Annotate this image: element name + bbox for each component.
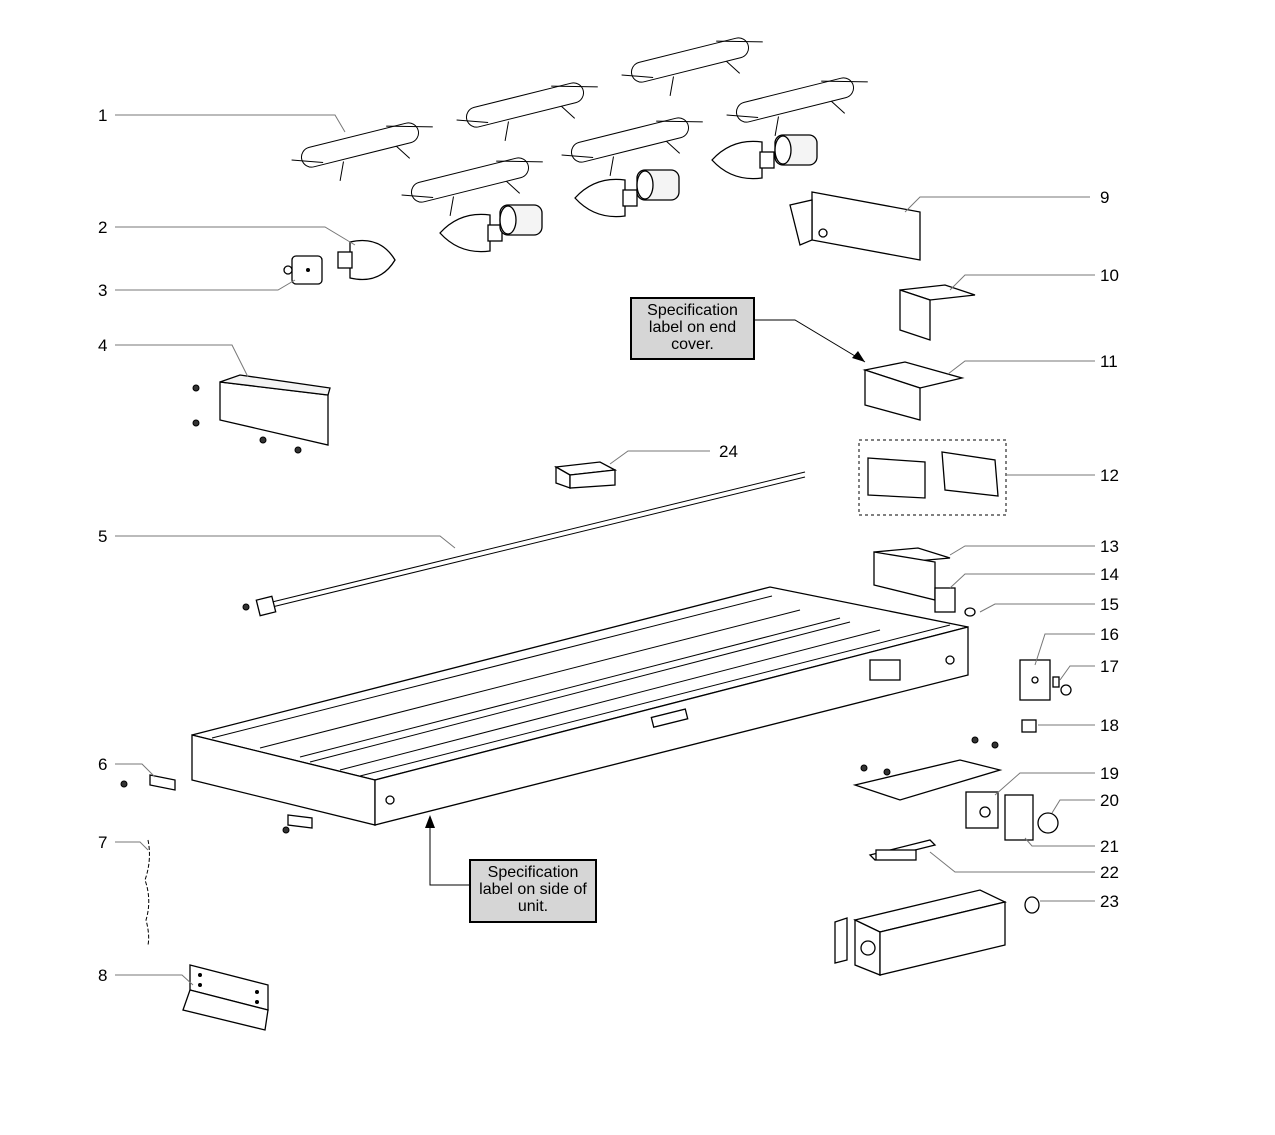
part-number-13: 13 bbox=[1100, 537, 1119, 556]
callout-arrows bbox=[425, 319, 866, 886]
switch-14 bbox=[934, 587, 956, 613]
reflectors-and-sockets bbox=[283, 134, 818, 285]
part-number-9: 9 bbox=[1100, 188, 1109, 207]
part-number-19: 19 bbox=[1100, 764, 1119, 783]
clip-24 bbox=[553, 461, 618, 489]
nut-17 bbox=[1052, 676, 1072, 696]
knob-20 bbox=[1037, 812, 1059, 834]
part-number-21: 21 bbox=[1100, 837, 1119, 856]
callout-end-cover: Specification label on end cover. bbox=[630, 297, 755, 360]
end-cover-11 bbox=[862, 361, 965, 421]
arrow-head-end-cover bbox=[852, 351, 865, 362]
part-number-15: 15 bbox=[1100, 595, 1119, 614]
callout-end-cover-text: Specification label on end cover. bbox=[647, 302, 738, 353]
plate-16 bbox=[1019, 659, 1051, 701]
cover-plate bbox=[852, 736, 1003, 801]
part-number-4: 4 bbox=[98, 336, 107, 355]
arrow-head-side bbox=[425, 815, 435, 828]
part-number-12: 12 bbox=[1100, 466, 1119, 485]
callout-side-of-unit-text: Specification label on side of unit. bbox=[479, 864, 587, 915]
knob-23 bbox=[1024, 896, 1040, 914]
part-number-7: 7 bbox=[98, 833, 107, 852]
part-number-2: 2 bbox=[98, 218, 107, 237]
chain-7 bbox=[144, 839, 150, 946]
control-box bbox=[834, 889, 1007, 976]
part-numbers: 1 2 3 4 5 6 7 8 9 10 11 12 13 14 15 16 1… bbox=[98, 106, 1119, 985]
sensor-22 bbox=[868, 839, 937, 861]
plug-15 bbox=[964, 607, 976, 617]
part-number-16: 16 bbox=[1100, 625, 1119, 644]
part-number-23: 23 bbox=[1100, 892, 1119, 911]
main-housing bbox=[191, 586, 969, 826]
mounting-bracket-4 bbox=[192, 374, 331, 454]
part-number-6: 6 bbox=[98, 755, 107, 774]
control-19 bbox=[965, 791, 999, 829]
end-cover-10 bbox=[899, 284, 976, 341]
part-number-18: 18 bbox=[1100, 716, 1119, 735]
rod-5 bbox=[242, 471, 806, 617]
leader-lines bbox=[115, 114, 1095, 986]
kit-12 bbox=[858, 439, 1007, 516]
end-bracket-9 bbox=[789, 191, 921, 261]
part-number-5: 5 bbox=[98, 527, 107, 546]
part-number-17: 17 bbox=[1100, 657, 1119, 676]
part-number-24: 24 bbox=[719, 442, 738, 461]
part-number-14: 14 bbox=[1100, 565, 1119, 584]
part-number-20: 20 bbox=[1100, 791, 1119, 810]
callout-side-of-unit: Specification label on side of unit. bbox=[469, 859, 597, 923]
heating-elements bbox=[291, 37, 868, 216]
part-number-10: 10 bbox=[1100, 266, 1119, 285]
part-number-8: 8 bbox=[98, 966, 107, 985]
part-number-3: 3 bbox=[98, 281, 107, 300]
knob-18 bbox=[1021, 719, 1037, 733]
part-number-11: 11 bbox=[1100, 352, 1118, 371]
mounting-bracket-8 bbox=[182, 964, 269, 1031]
plate-21 bbox=[1004, 794, 1034, 841]
part-number-1: 1 bbox=[98, 106, 107, 125]
part-number-22: 22 bbox=[1100, 863, 1119, 882]
bracket-6 bbox=[120, 774, 313, 834]
end-cover-13 bbox=[873, 547, 951, 601]
